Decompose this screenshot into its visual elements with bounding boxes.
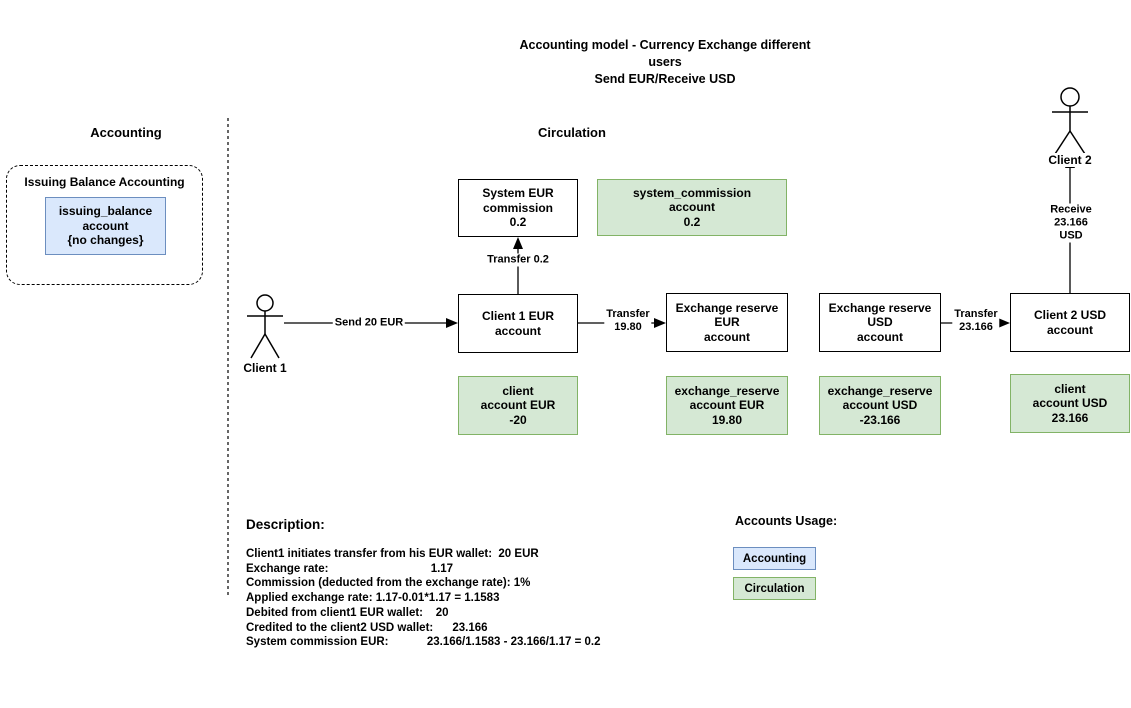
description-line: System commission EUR: 23.166/1.1583 - 2…: [246, 636, 601, 649]
issuing-balance-group-label: Issuing Balance Accounting: [24, 175, 185, 189]
client1-actor-icon: [247, 294, 283, 359]
client2-actor-icon: [1052, 87, 1088, 155]
legend-chip-accounting: Accounting: [733, 547, 816, 570]
description-line: Debited from client1 EUR wallet: 20: [246, 606, 449, 619]
section-header-circulation: Circulation: [538, 125, 606, 140]
description-heading: Description:: [246, 517, 325, 532]
exchange-reserve-eur-account-box: Exchange reserve EUR account: [666, 293, 788, 352]
client-account-usd-box: client account USD 23.166: [1010, 374, 1130, 433]
client2-actor-label: Client 2: [1046, 153, 1094, 167]
description-line: Client1 initiates transfer from his EUR …: [246, 548, 539, 560]
system-commission-account-box: system_commission account 0.2: [597, 179, 787, 236]
edge-label-transfer-19-80: Transfer 19.80: [604, 308, 652, 334]
section-header-accounting: Accounting: [90, 125, 162, 140]
page-title: Accounting model - Currency Exchange dif…: [519, 38, 811, 86]
edge-label-transfer-23-166: Transfer 23.166: [952, 308, 1000, 334]
accounts-usage-legend: Accounts Usage: Accounting Circulation: [733, 514, 837, 607]
edge-label-receive-23-166-usd: Receive 23.166 USD: [1041, 203, 1101, 243]
edge-label-transfer-0-2: Transfer 0.2: [485, 253, 551, 267]
exchange-reserve-account-eur-box: exchange_reserve account EUR 19.80: [666, 376, 788, 435]
client1-eur-account-box: Client 1 EUR account: [458, 294, 578, 353]
exchange-reserve-usd-account-box: Exchange reserve USD account: [819, 293, 941, 352]
accounts-usage-heading: Accounts Usage:: [735, 514, 838, 528]
issuing-balance-account-box: issuing_balance account {no changes}: [45, 197, 166, 255]
edge-label-send-20-eur: Send 20 EUR: [332, 316, 406, 330]
client-account-eur-box: client account EUR -20: [458, 376, 578, 435]
client1-actor-label: Client 1: [241, 361, 289, 375]
description-line: Exchange rate: 1.17: [246, 562, 454, 575]
exchange-reserve-account-usd-box: exchange_reserve account USD -23.166: [819, 376, 941, 435]
description-block: Description: Client1 initiates transfer …: [246, 517, 600, 650]
client2-usd-account-box: Client 2 USD account: [1010, 293, 1130, 352]
description-line: Applied exchange rate: 1.17-0.01*1.17 = …: [246, 592, 500, 605]
legend-chip-circulation: Circulation: [733, 577, 816, 600]
description-line: Commission (deducted from the exchange r…: [246, 577, 531, 590]
system-eur-commission-box: System EUR commission 0.2: [458, 179, 578, 237]
description-line: Credited to the client2 USD wallet: 23.1…: [246, 621, 488, 634]
